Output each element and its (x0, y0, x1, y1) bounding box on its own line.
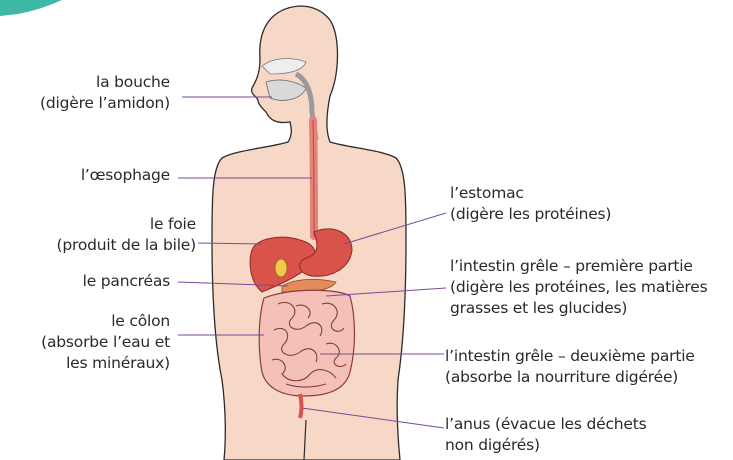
label-colon-desc-2: les minéraux) (41, 353, 170, 374)
label-esophagus-name: l’œsophage (81, 165, 170, 186)
label-liver: le foie (produit de la bile) (57, 214, 196, 256)
label-stomach-desc: (digère les protéines) (450, 204, 611, 225)
label-mouth-desc: (digère l’amidon) (40, 93, 170, 114)
label-stomach-name: l’estomac (450, 183, 611, 204)
label-liver-name: le foie (57, 214, 196, 235)
rectum (300, 394, 302, 418)
corner-tab-decoration (0, 0, 62, 16)
label-stomach: l’estomac (digère les protéines) (450, 183, 611, 225)
label-small-intestine-2-desc: (absorbe la nourriture digérée) (445, 367, 695, 388)
label-small-intestine-1-desc-2: grasses et les glucides) (450, 298, 707, 319)
label-small-intestine-1-desc-1: (digère les protéines, les matières (450, 277, 707, 298)
label-small-intestine-1-name: l’intestin grêle – première partie (450, 256, 707, 277)
label-mouth-name: la bouche (40, 72, 170, 93)
label-colon: le côlon (absorbe l’eau et les minéraux) (41, 311, 170, 374)
label-colon-desc-1: (absorbe l’eau et (41, 332, 170, 353)
label-anus: l’anus (évacue les déchets non digérés) (445, 414, 647, 456)
label-small-intestine-1: l’intestin grêle – première partie (digè… (450, 256, 707, 319)
label-liver-desc: (produit de la bile) (57, 235, 196, 256)
label-small-intestine-2-name: l’intestin grêle – deuxième partie (445, 346, 695, 367)
label-anus-name: l’anus (évacue les déchets (445, 414, 647, 435)
label-pancreas: le pancréas (83, 271, 170, 292)
label-anus-desc: non digérés) (445, 435, 647, 456)
label-pancreas-name: le pancréas (83, 271, 170, 292)
label-colon-name: le côlon (41, 311, 170, 332)
label-mouth: la bouche (digère l’amidon) (40, 72, 170, 114)
label-esophagus: l’œsophage (81, 165, 170, 186)
colon (259, 290, 354, 396)
gall-bladder (275, 259, 287, 277)
label-small-intestine-2: l’intestin grêle – deuxième partie (abso… (445, 346, 695, 388)
